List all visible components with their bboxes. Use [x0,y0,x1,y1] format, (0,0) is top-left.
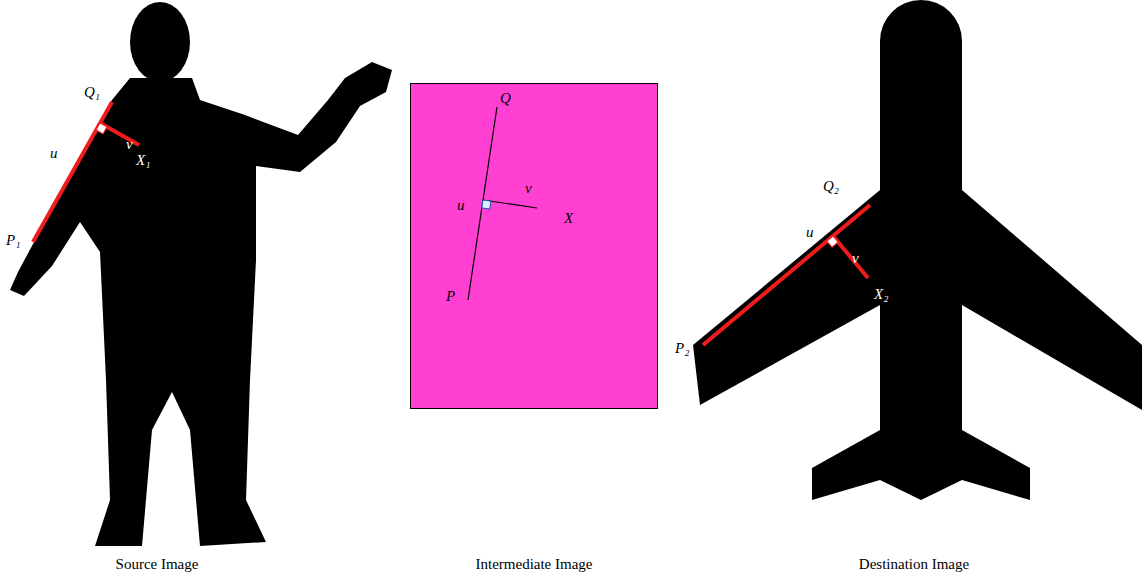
image-caption: Destination Image [859,556,969,573]
axis-label: u [50,145,58,162]
source-feature [33,102,139,242]
intermediate-frame [411,84,658,409]
point-label: X₁ [136,152,150,169]
image-caption: Source Image [116,556,199,573]
axis-label: u [457,197,465,214]
axis-label: v [126,136,133,153]
person-silhouette [10,2,392,546]
point-label: P₂ [675,340,689,357]
axis-label: v [525,180,532,197]
point-label: Q [500,90,511,107]
airplane-silhouette [693,0,1142,500]
point-label: X₂ [874,286,888,303]
point-label: X [564,210,573,227]
axis-label: v [852,250,859,267]
point-label: P [446,288,455,305]
point-label: P₁ [6,232,20,249]
point-label: Q₁ [84,84,100,101]
point-label: Q₂ [823,178,839,195]
destination-feature [703,205,870,345]
intermediate-feature [468,107,537,300]
axis-label: u [806,224,814,241]
image-caption: Intermediate Image [475,556,592,573]
